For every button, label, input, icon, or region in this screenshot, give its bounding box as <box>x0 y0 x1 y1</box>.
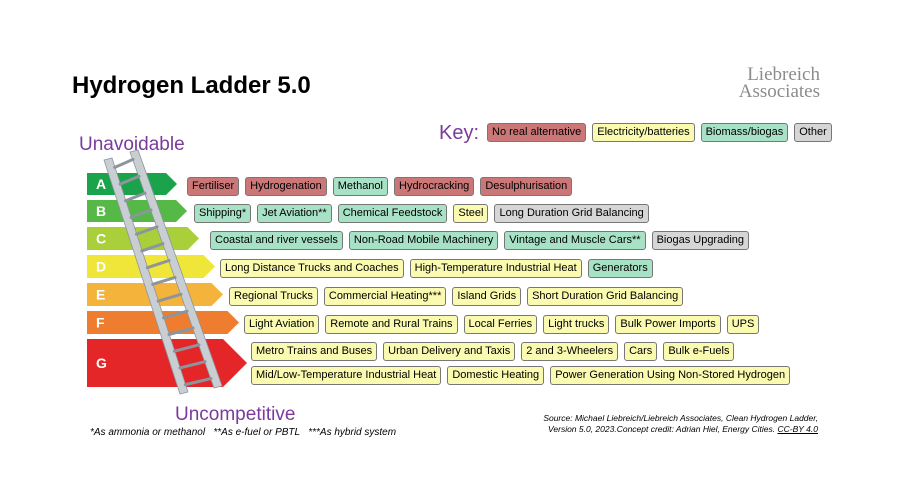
ladder-rung <box>145 259 171 270</box>
row-g-1: Metro Trains and Buses Urban Delivery an… <box>251 342 735 361</box>
grade-letter-b: B <box>96 203 106 219</box>
tag-chemical-feedstock: Chemical Feedstock <box>337 204 448 223</box>
row-b: Shipping* Jet Aviation** Chemical Feedst… <box>194 204 649 223</box>
row-d: Long Distance Trucks and Coaches High-Te… <box>220 259 653 278</box>
ladder-rung <box>118 174 141 186</box>
tag-steel: Steel <box>453 204 489 223</box>
tag-long-distance-trucks: Long Distance Trucks and Coaches <box>220 259 404 278</box>
ladder-rung <box>183 377 213 387</box>
tag-ups: UPS <box>726 315 760 334</box>
axis-label-top: Unavoidable <box>79 134 185 155</box>
ladder-rung <box>167 326 195 336</box>
ladder-rung <box>178 360 207 370</box>
ladder-rung <box>156 292 183 303</box>
grade-letter-e: E <box>96 287 105 303</box>
tag-coastal-vessels: Coastal and river vessels <box>210 231 343 250</box>
tag-bulk-power-imports: Bulk Power Imports <box>615 315 721 334</box>
tag-fertiliser: Fertiliser <box>187 177 240 196</box>
tag-light-trucks: Light trucks <box>543 315 610 334</box>
tag-shipping: Shipping* <box>194 204 252 223</box>
tag-bulk-e-fuels: Bulk e-Fuels <box>663 342 735 361</box>
ladder-graphic <box>103 149 223 395</box>
tag-hydrogenation: Hydrogenation <box>245 177 327 196</box>
tag-methanol: Methanol <box>332 177 388 196</box>
row-c: Coastal and river vessels Non-Road Mobil… <box>210 231 750 250</box>
axis-label-bottom: Uncompetitive <box>175 404 296 425</box>
brand-line-2: Associates <box>738 81 820 102</box>
key-item-other: Other <box>794 123 832 142</box>
tag-long-duration-grid: Long Duration Grid Balancing <box>494 204 649 223</box>
key-label: Key: <box>439 122 480 144</box>
ladder-rung <box>129 208 153 219</box>
row-e: Regional Trucks Commercial Heating*** Is… <box>229 287 684 306</box>
key-item-electricity: Electricity/batteries <box>592 123 695 142</box>
brand-line-1: Liebreich <box>747 64 820 85</box>
row-f: Light Aviation Remote and Rural Trains L… <box>244 315 760 334</box>
tag-vintage-cars: Vintage and Muscle Cars** <box>504 231 646 250</box>
page-title: Hydrogen Ladder 5.0 <box>72 72 311 99</box>
tag-remote-trains: Remote and Rural Trains <box>325 315 458 334</box>
ladder-rung <box>124 191 147 203</box>
tag-local-ferries: Local Ferries <box>463 315 538 334</box>
row-a: Fertiliser Hydrogenation Methanol Hydroc… <box>187 177 573 196</box>
tag-non-road-machinery: Non-Road Mobile Machinery <box>348 231 499 250</box>
tag-island-grids: Island Grids <box>452 287 522 306</box>
key-legend: No real alternative Electricity/batterie… <box>487 123 832 142</box>
key-item-biomass: Biomass/biogas <box>700 123 789 142</box>
grade-letter-f: F <box>96 315 105 331</box>
source-text: Source: Michael Liebreich/Liebreich Asso… <box>543 413 818 434</box>
ladder-rung <box>162 309 189 320</box>
tag-short-duration-grid: Short Duration Grid Balancing <box>527 287 684 306</box>
tag-urban-delivery: Urban Delivery and Taxis <box>383 342 516 361</box>
key-item-no-alternative: No real alternative <box>487 123 587 142</box>
grade-letter-c: C <box>96 231 106 247</box>
ladder-rung <box>134 225 159 236</box>
tag-regional-trucks: Regional Trucks <box>229 287 318 306</box>
footnote: *As ammonia or methanol **As e-fuel or P… <box>90 427 397 438</box>
tag-two-three-wheelers: 2 and 3-Wheelers <box>521 342 619 361</box>
grade-chevron-a <box>87 173 177 195</box>
tag-commercial-heating: Commercial Heating*** <box>323 287 447 306</box>
ladder-rung <box>113 157 135 169</box>
grade-letter-g: G <box>96 355 107 371</box>
ladder-rung <box>140 242 165 253</box>
tag-mid-low-temp-heat: Mid/Low-Temperature Industrial Heat <box>251 366 442 385</box>
tag-metro-trains: Metro Trains and Buses <box>251 342 378 361</box>
ladder-rung <box>172 343 201 353</box>
license-link[interactable]: CC-BY 4.0 <box>777 424 818 434</box>
grade-letter-d: D <box>96 259 106 275</box>
tag-light-aviation: Light Aviation <box>244 315 320 334</box>
tag-desulphurisation: Desulphurisation <box>480 177 573 196</box>
tag-jet-aviation: Jet Aviation** <box>257 204 332 223</box>
grade-letter-a: A <box>96 176 106 192</box>
tag-hydrocracking: Hydrocracking <box>394 177 475 196</box>
brand-logo: Liebreich Associates <box>738 64 820 102</box>
source-credit: Source: Michael Liebreich/Liebreich Asso… <box>518 413 818 435</box>
ladder-rung <box>151 275 177 286</box>
tag-domestic-heating: Domestic Heating <box>447 366 545 385</box>
row-g-2: Mid/Low-Temperature Industrial Heat Dome… <box>251 366 791 385</box>
tag-generators: Generators <box>587 259 653 278</box>
tag-cars: Cars <box>624 342 658 361</box>
tag-high-temp-heat: High-Temperature Industrial Heat <box>409 259 582 278</box>
tag-biogas-upgrading: Biogas Upgrading <box>651 231 750 250</box>
tag-power-generation: Power Generation Using Non-Stored Hydrog… <box>550 366 791 385</box>
